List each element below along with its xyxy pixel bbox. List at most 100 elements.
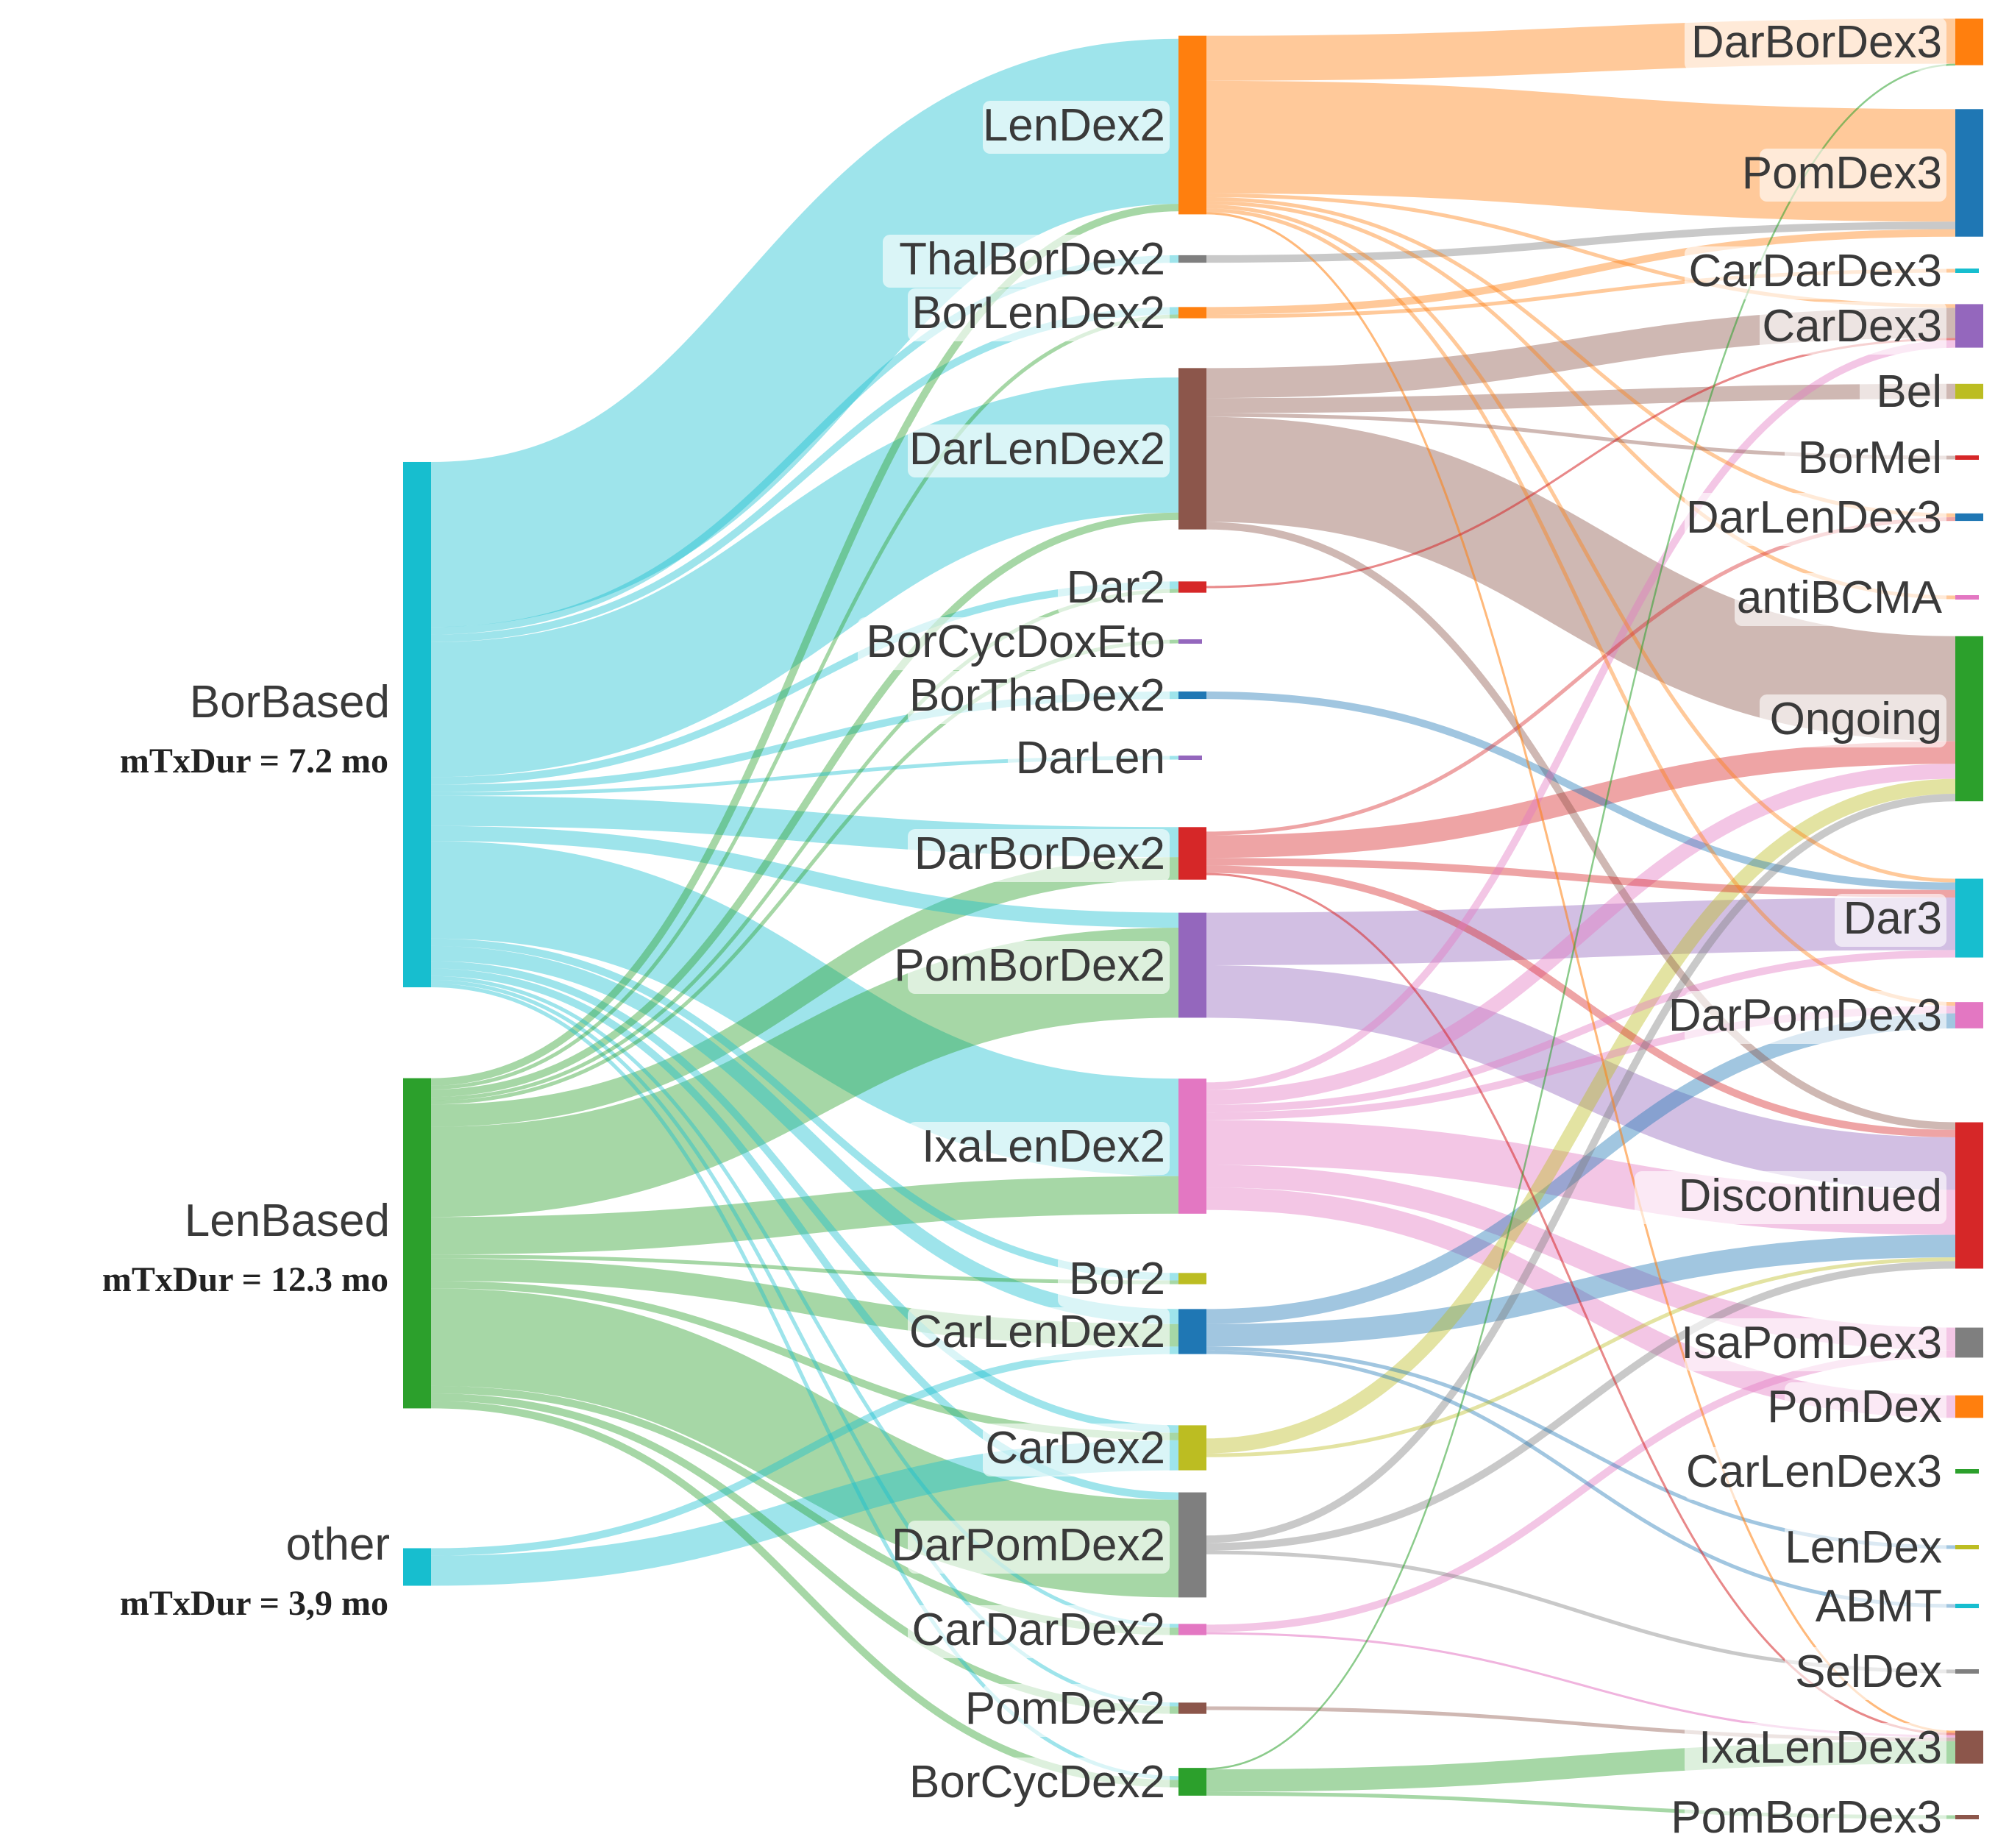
link-BorBased-to-IxaLenDex2: [430, 841, 1179, 1176]
node-label-bg-DarLenDex2: [908, 424, 1170, 477]
link-PomBorDex2-to-Dar3: [1206, 897, 1956, 966]
node-label-bg-PomDex2: [983, 1684, 1170, 1737]
node-label-CarLenDex3: CarLenDex3: [1686, 1446, 1942, 1497]
node-bar-Bel: [1955, 383, 1983, 399]
node-label-bg-LenDex2: [983, 101, 1170, 154]
node-label-bg-BorLenDex2: [908, 288, 1170, 341]
node-label-bg-DarBorDex2: [908, 829, 1170, 882]
node-bar-CarDex3: [1955, 304, 1983, 348]
node-bar-ABMT: [1955, 1604, 1979, 1608]
node-sublabel-other: mTxDur = 3,9 mo: [120, 1584, 388, 1623]
node-label-CarDarDex3: CarDarDex3: [1688, 246, 1942, 296]
link-LenDex2-to-CarDex3: [1206, 193, 1956, 308]
node-bar-DarLenDex2: [1178, 368, 1206, 530]
link-LenDex2-to-IxaLenDex3: [1206, 212, 1956, 1733]
node-bar-ThalBorDex2: [1178, 255, 1206, 263]
node-label-DarBorDex2: DarBorDex2: [914, 828, 1165, 879]
link-LenBased-to-BorLenDex2: [430, 314, 1179, 1090]
node-label-BorCycDoxEto: BorCycDoxEto: [866, 616, 1165, 667]
link-IxaLenDex2-to-Ongoing: [1206, 764, 1956, 1105]
node-label-bg-LenBased: [182, 1196, 394, 1249]
node-label-bg-CarDex2: [983, 1424, 1170, 1476]
link-LenBased-to-IxaLenDex2: [430, 1176, 1179, 1255]
node-label-CarLenDex2: CarLenDex2: [909, 1307, 1165, 1357]
node-label-bg-Ongoing: [1760, 694, 1946, 747]
node-label-bg-DarBorDex3: [1685, 18, 1946, 71]
node-label-BorMel: BorMel: [1798, 433, 1942, 483]
node-label-bg-SelDex: [1785, 1647, 1946, 1700]
node-label-bg-antiBCMA: [1735, 573, 1946, 626]
node-bar-PomBorDex2: [1178, 912, 1206, 1018]
node-bar-DarPomDex3: [1955, 1002, 1983, 1028]
node-bar-BorCycDoxEto: [1178, 639, 1202, 644]
node-label-ThalBorDex2: ThalBorDex2: [899, 234, 1165, 285]
link-PomBorDex2-to-Discontinued: [1206, 964, 1956, 1190]
node-label-CarDex3: CarDex3: [1762, 301, 1942, 352]
node-bar-DarPomDex2: [1178, 1492, 1206, 1598]
node-label-CarDarDex2: CarDarDex2: [911, 1604, 1165, 1655]
node-label-PomDex3: PomDex3: [1742, 148, 1942, 199]
link-CarLenDex2-to-Discontinued: [1206, 1234, 1956, 1347]
node-label-bg-CarLenDex3: [1685, 1447, 1946, 1500]
node-label-DarLen: DarLen: [1016, 733, 1165, 783]
link-BorBased-to-PomDex2: [430, 979, 1179, 1707]
node-label-IxaLenDex2: IxaLenDex2: [922, 1121, 1165, 1172]
node-bar-PomDex: [1955, 1395, 1983, 1418]
node-label-bg-BorCycDoxEto: [858, 617, 1170, 670]
link-LenDex2-to-Dar3: [1206, 205, 1956, 883]
node-bar-PomBorDex3: [1955, 1815, 1979, 1819]
node-bar-DarBorDex3: [1955, 18, 1983, 65]
node-label-ABMT: ABMT: [1816, 1581, 1942, 1632]
node-label-BorBased: BorBased: [190, 677, 390, 728]
node-bar-IxaLenDex3: [1955, 1730, 1983, 1764]
link-BorBased-to-Bor2: [430, 938, 1179, 1281]
node-bar-DarBorDex2: [1178, 827, 1206, 880]
link-other-to-CarLenDex2: [430, 1346, 1179, 1556]
node-label-bg-BorMel: [1785, 433, 1946, 486]
node-bar-Dar3: [1955, 878, 1983, 958]
node-bar-CarLenDex2: [1178, 1309, 1206, 1354]
node-label-bg-IxaLenDex2: [908, 1122, 1170, 1175]
link-DarPomDex2-to-Ongoing: [1206, 794, 1956, 1543]
link-DarBorDex2-to-Dar3: [1206, 858, 1956, 898]
node-label-bg-DarPomDex2: [908, 1521, 1170, 1574]
node-bar-DarLenDex3: [1955, 513, 1983, 522]
link-BorLenDex2-to-PomDex3: [1206, 229, 1956, 315]
node-label-LenDex2: LenDex2: [983, 100, 1165, 151]
node-label-bg-ABMT: [1835, 1582, 1946, 1635]
node-bar-Bor2: [1178, 1273, 1206, 1284]
node-label-Bel: Bel: [1876, 366, 1942, 417]
link-CarLenDex2-to-ABMT: [1206, 1350, 1956, 1608]
node-bar-Ongoing: [1955, 636, 1983, 802]
node-bar-BorMel: [1955, 455, 1979, 460]
node-bars: [403, 18, 1983, 1819]
link-LenBased-to-DarLenDex2: [430, 512, 1179, 1098]
node-label-PomBorDex2: PomBorDex2: [894, 940, 1165, 991]
link-DarBorDex2-to-Ongoing: [1206, 741, 1956, 859]
node-label-DarLenDex2: DarLenDex2: [909, 424, 1165, 475]
node-label-PomBorDex3: PomBorDex3: [1671, 1792, 1942, 1843]
link-DarLenDex2-to-Ongoing: [1206, 416, 1956, 742]
node-label-PomDex: PomDex: [1767, 1382, 1942, 1432]
node-label-DarBorDex3: DarBorDex3: [1691, 17, 1942, 68]
node-sublabel-LenBased: mTxDur = 12.3 mo: [102, 1260, 388, 1299]
link-CarDex2-to-Ongoing: [1206, 778, 1956, 1454]
node-label-DarLenDex3: DarLenDex3: [1686, 492, 1942, 543]
node-bar-LenBased: [403, 1078, 431, 1409]
node-bar-antiBCMA: [1955, 595, 1979, 600]
node-label-BorCycDex2: BorCycDex2: [909, 1757, 1165, 1808]
node-label-PomDex2: PomDex2: [965, 1683, 1165, 1734]
node-label-bg-DarLen: [1008, 733, 1170, 786]
node-bar-CarDex2: [1178, 1425, 1206, 1471]
link-BorThaDex2-to-Dar3: [1206, 691, 1956, 890]
link-CarDex2-to-Discontinued: [1206, 1257, 1956, 1457]
node-label-bg-Bor2: [1058, 1254, 1170, 1307]
node-label-Dar2: Dar2: [1067, 562, 1165, 613]
node-label-bg-DarPomDex3: [1685, 991, 1946, 1044]
link-LenDex2-to-DarPomDex3: [1206, 208, 1956, 1006]
node-label-bg-IxaLenDex3: [1685, 1723, 1946, 1776]
node-bar-CarDarDex3: [1955, 269, 1979, 273]
node-label-bg-IsaPomDex3: [1685, 1318, 1946, 1371]
node-label-other: other: [286, 1519, 390, 1570]
